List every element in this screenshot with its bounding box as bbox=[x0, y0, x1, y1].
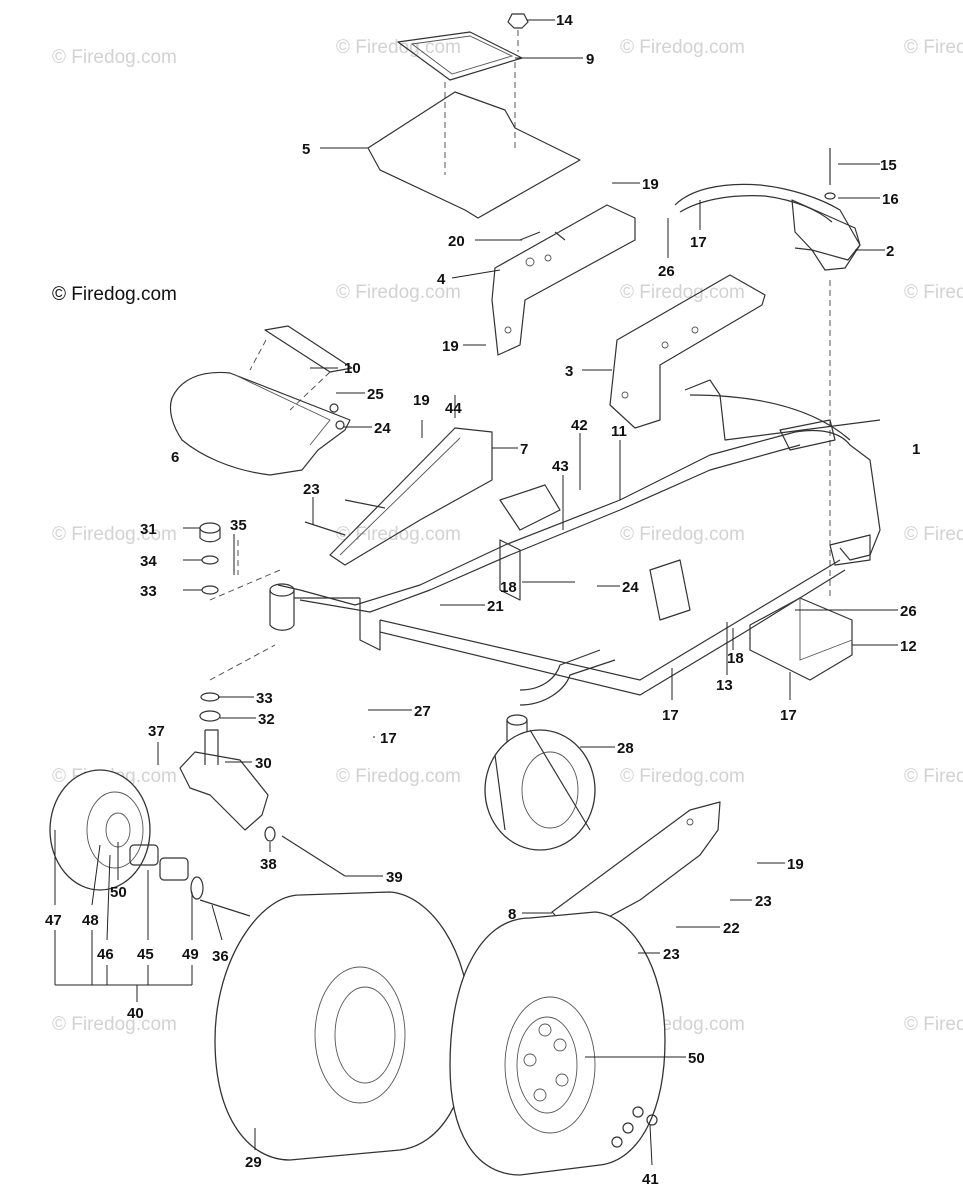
callout-33: 33 bbox=[140, 583, 157, 600]
callout-45: 45 bbox=[137, 946, 154, 963]
callout-25: 25 bbox=[367, 386, 384, 403]
watermark: © Firedog.com bbox=[620, 282, 745, 303]
watermark: © Firedog.com bbox=[904, 524, 963, 545]
callout-18: 18 bbox=[727, 650, 744, 667]
callout-23: 23 bbox=[663, 946, 680, 963]
callout-6: 6 bbox=[171, 449, 179, 466]
callout-15: 15 bbox=[880, 157, 897, 174]
watermark: © Firedog.com bbox=[904, 766, 963, 787]
watermark: © Firedog.com bbox=[620, 766, 745, 787]
callout-40: 40 bbox=[127, 1005, 144, 1022]
watermark: © Firedog.com bbox=[336, 524, 461, 545]
callout-31: 31 bbox=[140, 521, 157, 538]
callout-43: 43 bbox=[552, 458, 569, 475]
callout-28: 28 bbox=[617, 740, 634, 757]
callout-24: 24 bbox=[622, 579, 639, 596]
callout-3: 3 bbox=[565, 363, 573, 380]
callout-16: 16 bbox=[882, 191, 899, 208]
callout-9: 9 bbox=[586, 51, 594, 68]
callout-38: 38 bbox=[260, 856, 277, 873]
callout-33: 33 bbox=[256, 690, 273, 707]
callout-49: 49 bbox=[182, 946, 199, 963]
callout-39: 39 bbox=[386, 869, 403, 886]
leader-lines bbox=[54, 19, 898, 1166]
callout-2: 2 bbox=[886, 243, 894, 260]
callout-41: 41 bbox=[642, 1171, 659, 1188]
callout-19: 19 bbox=[442, 338, 459, 355]
callout-18: 18 bbox=[500, 579, 517, 596]
callout-35: 35 bbox=[230, 517, 247, 534]
callout-27: 27 bbox=[414, 703, 431, 720]
callout-7: 7 bbox=[520, 441, 528, 458]
watermark: © Firedog.com bbox=[336, 282, 461, 303]
watermark: © Firedog.com bbox=[620, 524, 745, 545]
callout-12: 12 bbox=[900, 638, 917, 655]
callout-10: 10 bbox=[344, 360, 361, 377]
callout-17: 17 bbox=[690, 234, 707, 251]
callout-19: 19 bbox=[413, 392, 430, 409]
watermark: © Firedog.com bbox=[336, 37, 461, 58]
callout-29: 29 bbox=[245, 1154, 262, 1171]
callout-32: 32 bbox=[258, 711, 275, 728]
callout-19: 19 bbox=[642, 176, 659, 193]
callout-13: 13 bbox=[716, 677, 733, 694]
callout-8: 8 bbox=[508, 906, 516, 923]
callout-labels: 14 9 5 19 15 16 17 20 2 26 4 19 10 3 25 … bbox=[45, 12, 920, 1188]
watermark: © Firedog.com bbox=[52, 1014, 177, 1035]
watermark: © Firedog.com bbox=[904, 37, 963, 58]
callout-42: 42 bbox=[571, 417, 588, 434]
watermark-layer: © Firedog.com © Firedog.com © Firedog.co… bbox=[52, 37, 963, 1035]
callout-17: 17 bbox=[662, 707, 679, 724]
callout-11: 11 bbox=[611, 423, 627, 440]
callout-4: 4 bbox=[437, 271, 446, 288]
callout-14: 14 bbox=[556, 12, 573, 29]
part-drawings bbox=[49, 13, 881, 1176]
watermark: © Firedog.com bbox=[904, 1014, 963, 1035]
watermark: © Firedog.com bbox=[52, 47, 177, 68]
callout-30: 30 bbox=[255, 755, 272, 772]
watermark: © Firedog.com bbox=[336, 766, 461, 787]
watermark: © Firedog.com bbox=[52, 524, 177, 545]
callout-50: 50 bbox=[688, 1050, 705, 1067]
callout-26: 26 bbox=[900, 603, 917, 620]
callout-21: 21 bbox=[487, 598, 504, 615]
callout-48: 48 bbox=[82, 912, 99, 929]
callout-20: 20 bbox=[448, 233, 465, 250]
watermark: © Firedog.com bbox=[620, 37, 745, 58]
callout-23: 23 bbox=[755, 893, 772, 910]
callout-36: 36 bbox=[212, 948, 229, 965]
callout-37: 37 bbox=[148, 723, 165, 740]
callout-44: 44 bbox=[445, 400, 462, 417]
callout-17: 17 bbox=[380, 730, 397, 747]
callout-50: 50 bbox=[110, 884, 127, 901]
callout-47: 47 bbox=[45, 912, 62, 929]
watermark: © Firedog.com bbox=[904, 282, 963, 303]
callout-19: 19 bbox=[787, 856, 804, 873]
callout-1: 1 bbox=[912, 441, 920, 458]
callout-22: 22 bbox=[723, 920, 740, 937]
callout-5: 5 bbox=[302, 141, 310, 158]
callout-26: 26 bbox=[658, 263, 675, 280]
callout-24: 24 bbox=[374, 420, 391, 437]
copyright-label: © Firedog.com bbox=[52, 284, 177, 305]
callout-46: 46 bbox=[97, 946, 114, 963]
callout-23: 23 bbox=[303, 481, 320, 498]
callout-34: 34 bbox=[140, 553, 157, 570]
callout-17: 17 bbox=[780, 707, 797, 724]
